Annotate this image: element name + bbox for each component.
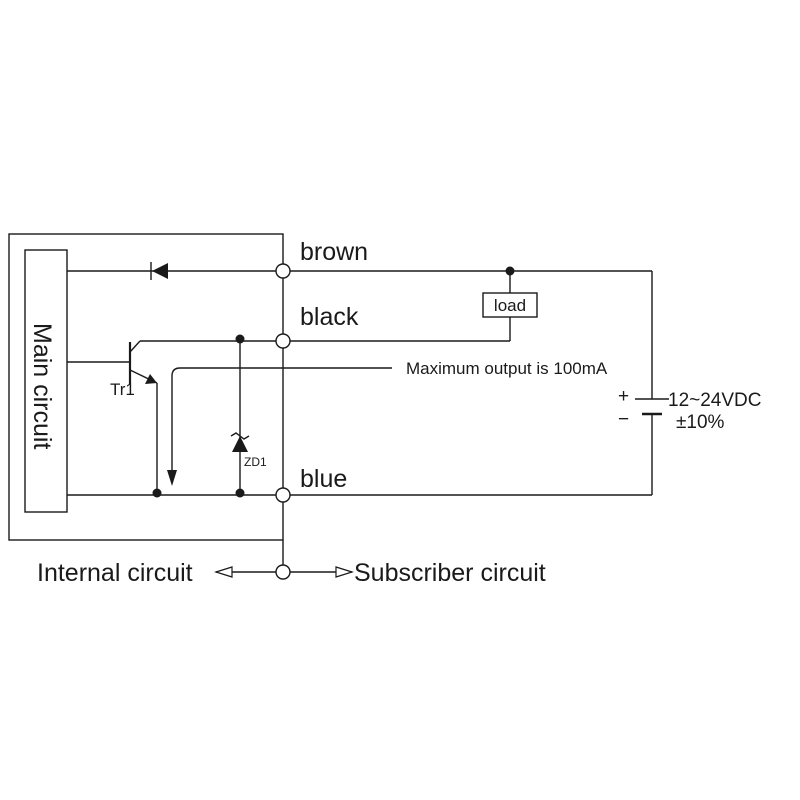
terminal-black [275,333,291,349]
internal-arrow-icon [213,566,233,578]
subscriber-arrow-icon [335,566,355,578]
terminal-blue [275,487,291,503]
subscriber-circuit-label: Subscriber circuit [354,559,546,587]
blue-label: blue [300,465,347,493]
brown-label: brown [300,238,368,266]
main-circuit-label: Main circuit [28,323,56,449]
load-box [482,292,538,318]
load-label: load [494,296,526,315]
zener-diode-icon [232,436,248,452]
diode-icon [152,263,168,279]
junction-dot-zener-top [235,334,245,344]
transistor-collector [129,340,141,353]
junction-dot-zener-bottom [235,488,245,498]
transistor-emitter-arrow-icon [145,374,157,384]
zener-bar [230,432,250,440]
main-circuit-block [24,249,68,513]
terminal-reference [275,564,291,580]
junction-dot-emitter [152,488,162,498]
junction-dot-load [505,266,515,276]
output-current-path [171,367,392,475]
transistor-label: Tr1 [110,380,135,399]
output-current-arrow-icon [167,470,177,486]
terminal-brown [275,263,291,279]
supply-voltage-label: 12~24VDC [668,390,761,411]
black-label: black [300,303,359,331]
supply-plus-label: + [618,386,629,407]
max-output-label: Maximum output is 100mA [406,359,608,378]
supply-tolerance-label: ±10% [676,412,725,433]
internal-circuit-label: Internal circuit [37,559,193,587]
zener-label: ZD1 [244,455,267,469]
supply-minus-label: − [618,409,629,430]
